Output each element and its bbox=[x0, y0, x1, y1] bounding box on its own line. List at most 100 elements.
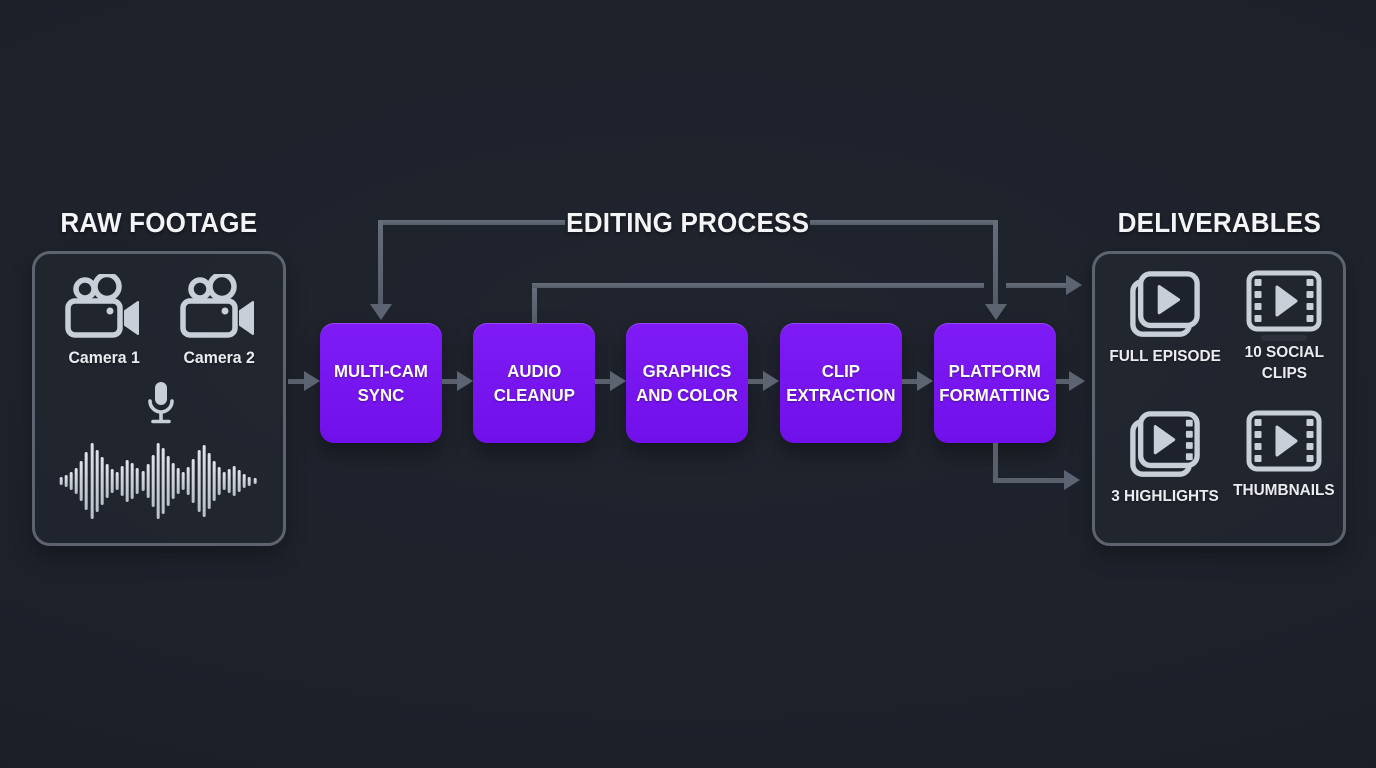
connector-step-1-2 bbox=[442, 379, 458, 384]
arrow-down-icon bbox=[985, 304, 1007, 320]
connector-bottom-v bbox=[993, 443, 998, 483]
arrow-right-icon bbox=[610, 371, 626, 391]
waveform-bar bbox=[151, 455, 155, 507]
waveform-bar bbox=[69, 472, 73, 490]
waveform-bar bbox=[80, 461, 84, 501]
arrow-right-icon bbox=[1064, 470, 1080, 490]
waveform-bar bbox=[90, 443, 94, 519]
deliverables-title: DELIVERABLES bbox=[1117, 207, 1321, 238]
step-label: PLATFORM FORMATTING bbox=[939, 361, 1051, 405]
step-graphics-and-color: GRAPHICS AND COLOR bbox=[626, 323, 748, 443]
icon-shadow bbox=[1261, 335, 1307, 341]
waveform-bar bbox=[176, 468, 180, 494]
waveform-bar bbox=[171, 463, 175, 499]
waveform-bar bbox=[64, 475, 68, 487]
connector-step-2-3 bbox=[595, 379, 611, 384]
waveform-bar bbox=[156, 443, 160, 519]
waveform-bar bbox=[227, 469, 231, 493]
waveform-bar bbox=[253, 478, 257, 484]
deliverable-social-clips: 10 SOCIAL CLIPS bbox=[1222, 270, 1346, 384]
deliverable-full-episode: FULL EPISODE bbox=[1103, 270, 1227, 367]
video-camera-icon bbox=[180, 274, 254, 338]
waveform-bar bbox=[110, 469, 114, 493]
camera-2-item: Camera 2 bbox=[158, 274, 280, 369]
video-camera-icon bbox=[65, 274, 139, 338]
waveform-bar bbox=[161, 448, 165, 514]
waveform-bar bbox=[202, 445, 206, 517]
deliverable-label: 3 HIGHLIGHTS bbox=[1111, 488, 1219, 505]
step-label: CLIP EXTRACTION bbox=[786, 361, 896, 405]
waveform-bar bbox=[192, 459, 196, 503]
editing-process-title: EDITING PROCESS bbox=[566, 207, 810, 238]
waveform-bar bbox=[146, 464, 150, 498]
arrow-right-icon bbox=[1069, 371, 1085, 391]
connector-platform-out bbox=[1056, 379, 1070, 384]
waveform-bar bbox=[105, 464, 109, 498]
arrow-right-icon bbox=[763, 371, 779, 391]
step-audio-cleanup: AUDIO CLEANUP bbox=[473, 323, 595, 443]
film-strip-play-icon bbox=[1246, 270, 1322, 332]
step-platform-formatting: PLATFORM FORMATTING bbox=[934, 323, 1056, 443]
waveform-bar bbox=[181, 472, 185, 490]
stacked-film-play-icon bbox=[1130, 411, 1200, 477]
step-label: GRAPHICS AND COLOR bbox=[636, 361, 738, 405]
waveform-bar bbox=[207, 453, 211, 509]
stacked-frames-play-icon bbox=[1130, 271, 1200, 337]
waveform-bar bbox=[217, 467, 221, 495]
waveform-bar bbox=[187, 467, 191, 495]
step-multi-cam-sync: MULTI-CAM SYNC bbox=[320, 323, 442, 443]
arrow-right-icon bbox=[304, 371, 320, 391]
connector-step-4-5 bbox=[902, 379, 918, 384]
camera-1-item: Camera 1 bbox=[43, 274, 165, 369]
connector-title-left-v bbox=[378, 220, 383, 306]
microphone-icon bbox=[145, 380, 177, 426]
waveform-bar bbox=[141, 471, 145, 491]
waveform-bar bbox=[243, 474, 247, 488]
connector-bottom-h bbox=[993, 478, 1066, 483]
deliverable-label: FULL EPISODE bbox=[1109, 348, 1221, 365]
waveform-bar bbox=[130, 463, 134, 499]
deliverables-panel: FULL EPISODE 10 SOCIAL CLIPS bbox=[1092, 251, 1346, 546]
waveform-bar bbox=[237, 470, 241, 492]
step-label: AUDIO CLEANUP bbox=[493, 361, 575, 405]
connector-title-right-v bbox=[993, 220, 998, 306]
raw-footage-panel: Camera 1 Camera 2 bbox=[32, 251, 286, 546]
waveform-bar bbox=[100, 457, 104, 505]
connector-step-3-4 bbox=[748, 379, 764, 384]
connector-bypass-h1 bbox=[532, 283, 984, 288]
waveform-bar bbox=[95, 450, 99, 512]
arrow-right-icon bbox=[457, 371, 473, 391]
camera-1-label: Camera 1 bbox=[68, 349, 140, 367]
waveform-bar bbox=[212, 461, 216, 501]
connector-bypass-h2 bbox=[1006, 283, 1068, 288]
waveform-bar bbox=[59, 477, 63, 485]
waveform-bar bbox=[248, 476, 252, 486]
waveform-bar bbox=[222, 472, 226, 490]
waveform-bar bbox=[74, 468, 78, 494]
arrow-right-icon bbox=[1066, 275, 1082, 295]
deliverable-label: THUMBNAILS bbox=[1233, 482, 1335, 499]
waveform-bar bbox=[85, 452, 89, 510]
arrow-down-icon bbox=[370, 304, 392, 320]
waveform-bar bbox=[125, 460, 129, 502]
film-strip-play-icon bbox=[1246, 410, 1322, 472]
waveform-bar bbox=[115, 472, 119, 490]
connector-title-right-h bbox=[810, 220, 995, 225]
raw-footage-title: RAW FOOTAGE bbox=[60, 207, 258, 238]
audio-waveform bbox=[59, 440, 259, 522]
waveform-bar bbox=[120, 466, 124, 496]
step-label: MULTI-CAM SYNC bbox=[334, 361, 428, 405]
connector-bypass-v bbox=[532, 286, 537, 324]
deliverable-thumbnails: THUMBNAILS bbox=[1222, 410, 1346, 501]
waveform-bar bbox=[166, 456, 170, 506]
waveform-bar bbox=[136, 468, 140, 494]
waveform-bar bbox=[197, 450, 201, 512]
waveform-bar bbox=[232, 466, 236, 496]
deliverable-highlights: 3 HIGHLIGHTS bbox=[1103, 410, 1227, 507]
arrow-right-icon bbox=[917, 371, 933, 391]
connector-title-left-h bbox=[381, 220, 565, 225]
camera-2-label: Camera 2 bbox=[183, 349, 255, 367]
connector-raw-to-sync bbox=[288, 379, 306, 384]
deliverable-label: 10 SOCIAL CLIPS bbox=[1244, 344, 1324, 382]
